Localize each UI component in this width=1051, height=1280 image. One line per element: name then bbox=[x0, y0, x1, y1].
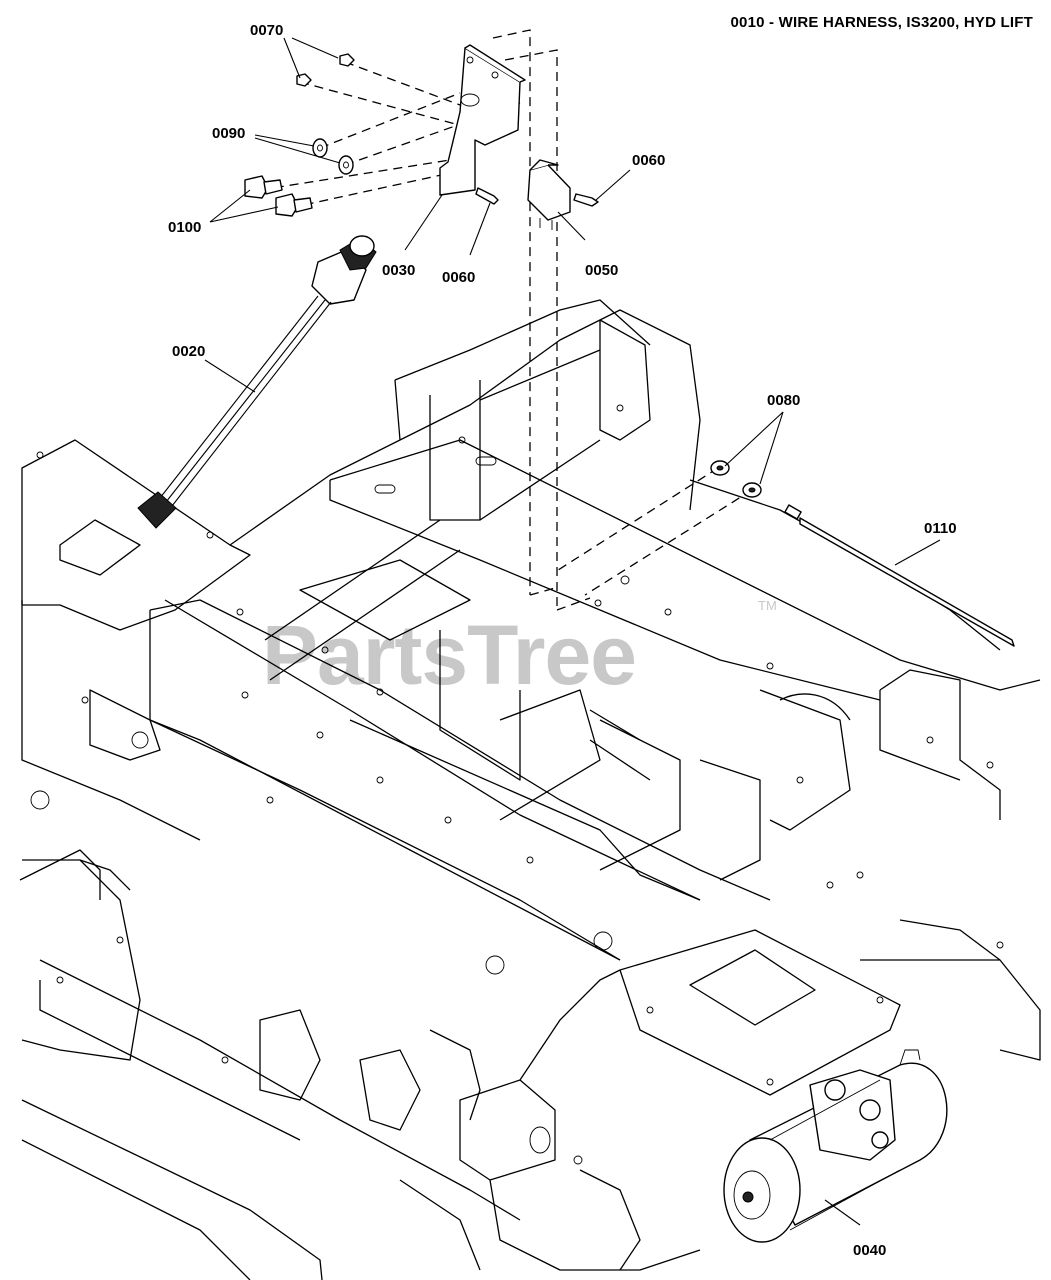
mower-frame bbox=[19, 299, 1041, 1280]
bolt-part[interactable] bbox=[244, 175, 313, 217]
grommet-part[interactable] bbox=[710, 460, 762, 498]
callout-0020: 0020 bbox=[172, 343, 205, 360]
callout-0040: 0040 bbox=[853, 1242, 886, 1259]
bracket-part[interactable] bbox=[439, 44, 526, 196]
callout-0090: 0090 bbox=[212, 125, 245, 142]
hydraulic-pump-part[interactable] bbox=[723, 1049, 948, 1243]
screw-part[interactable] bbox=[475, 187, 599, 207]
callout-0060-right: 0060 bbox=[632, 152, 665, 169]
callout-0060-left: 0060 bbox=[442, 269, 475, 286]
callout-0080: 0080 bbox=[767, 392, 800, 409]
assembly-lines bbox=[259, 29, 753, 611]
callout-0100: 0100 bbox=[168, 219, 201, 236]
callout-0050: 0050 bbox=[585, 262, 618, 279]
callout-0030: 0030 bbox=[382, 262, 415, 279]
nut-part[interactable] bbox=[296, 53, 355, 87]
callout-0110: 0110 bbox=[924, 520, 957, 537]
switch-harness-part[interactable] bbox=[137, 235, 377, 529]
relay-part[interactable] bbox=[527, 159, 571, 230]
watermark-text: PartsTree bbox=[262, 608, 636, 702]
washer-part[interactable] bbox=[312, 138, 354, 175]
leader-lines bbox=[204, 37, 941, 1226]
watermark-trademark: TM bbox=[758, 598, 777, 613]
diagram-title: 0010 - WIRE HARNESS, IS3200, HYD LIFT bbox=[730, 14, 1033, 31]
callout-0070: 0070 bbox=[250, 22, 283, 39]
callout-labels: 0070 0090 0100 0030 0060 0060 0050 0020 … bbox=[168, 22, 957, 1259]
cable-tie-part[interactable] bbox=[784, 504, 1015, 647]
